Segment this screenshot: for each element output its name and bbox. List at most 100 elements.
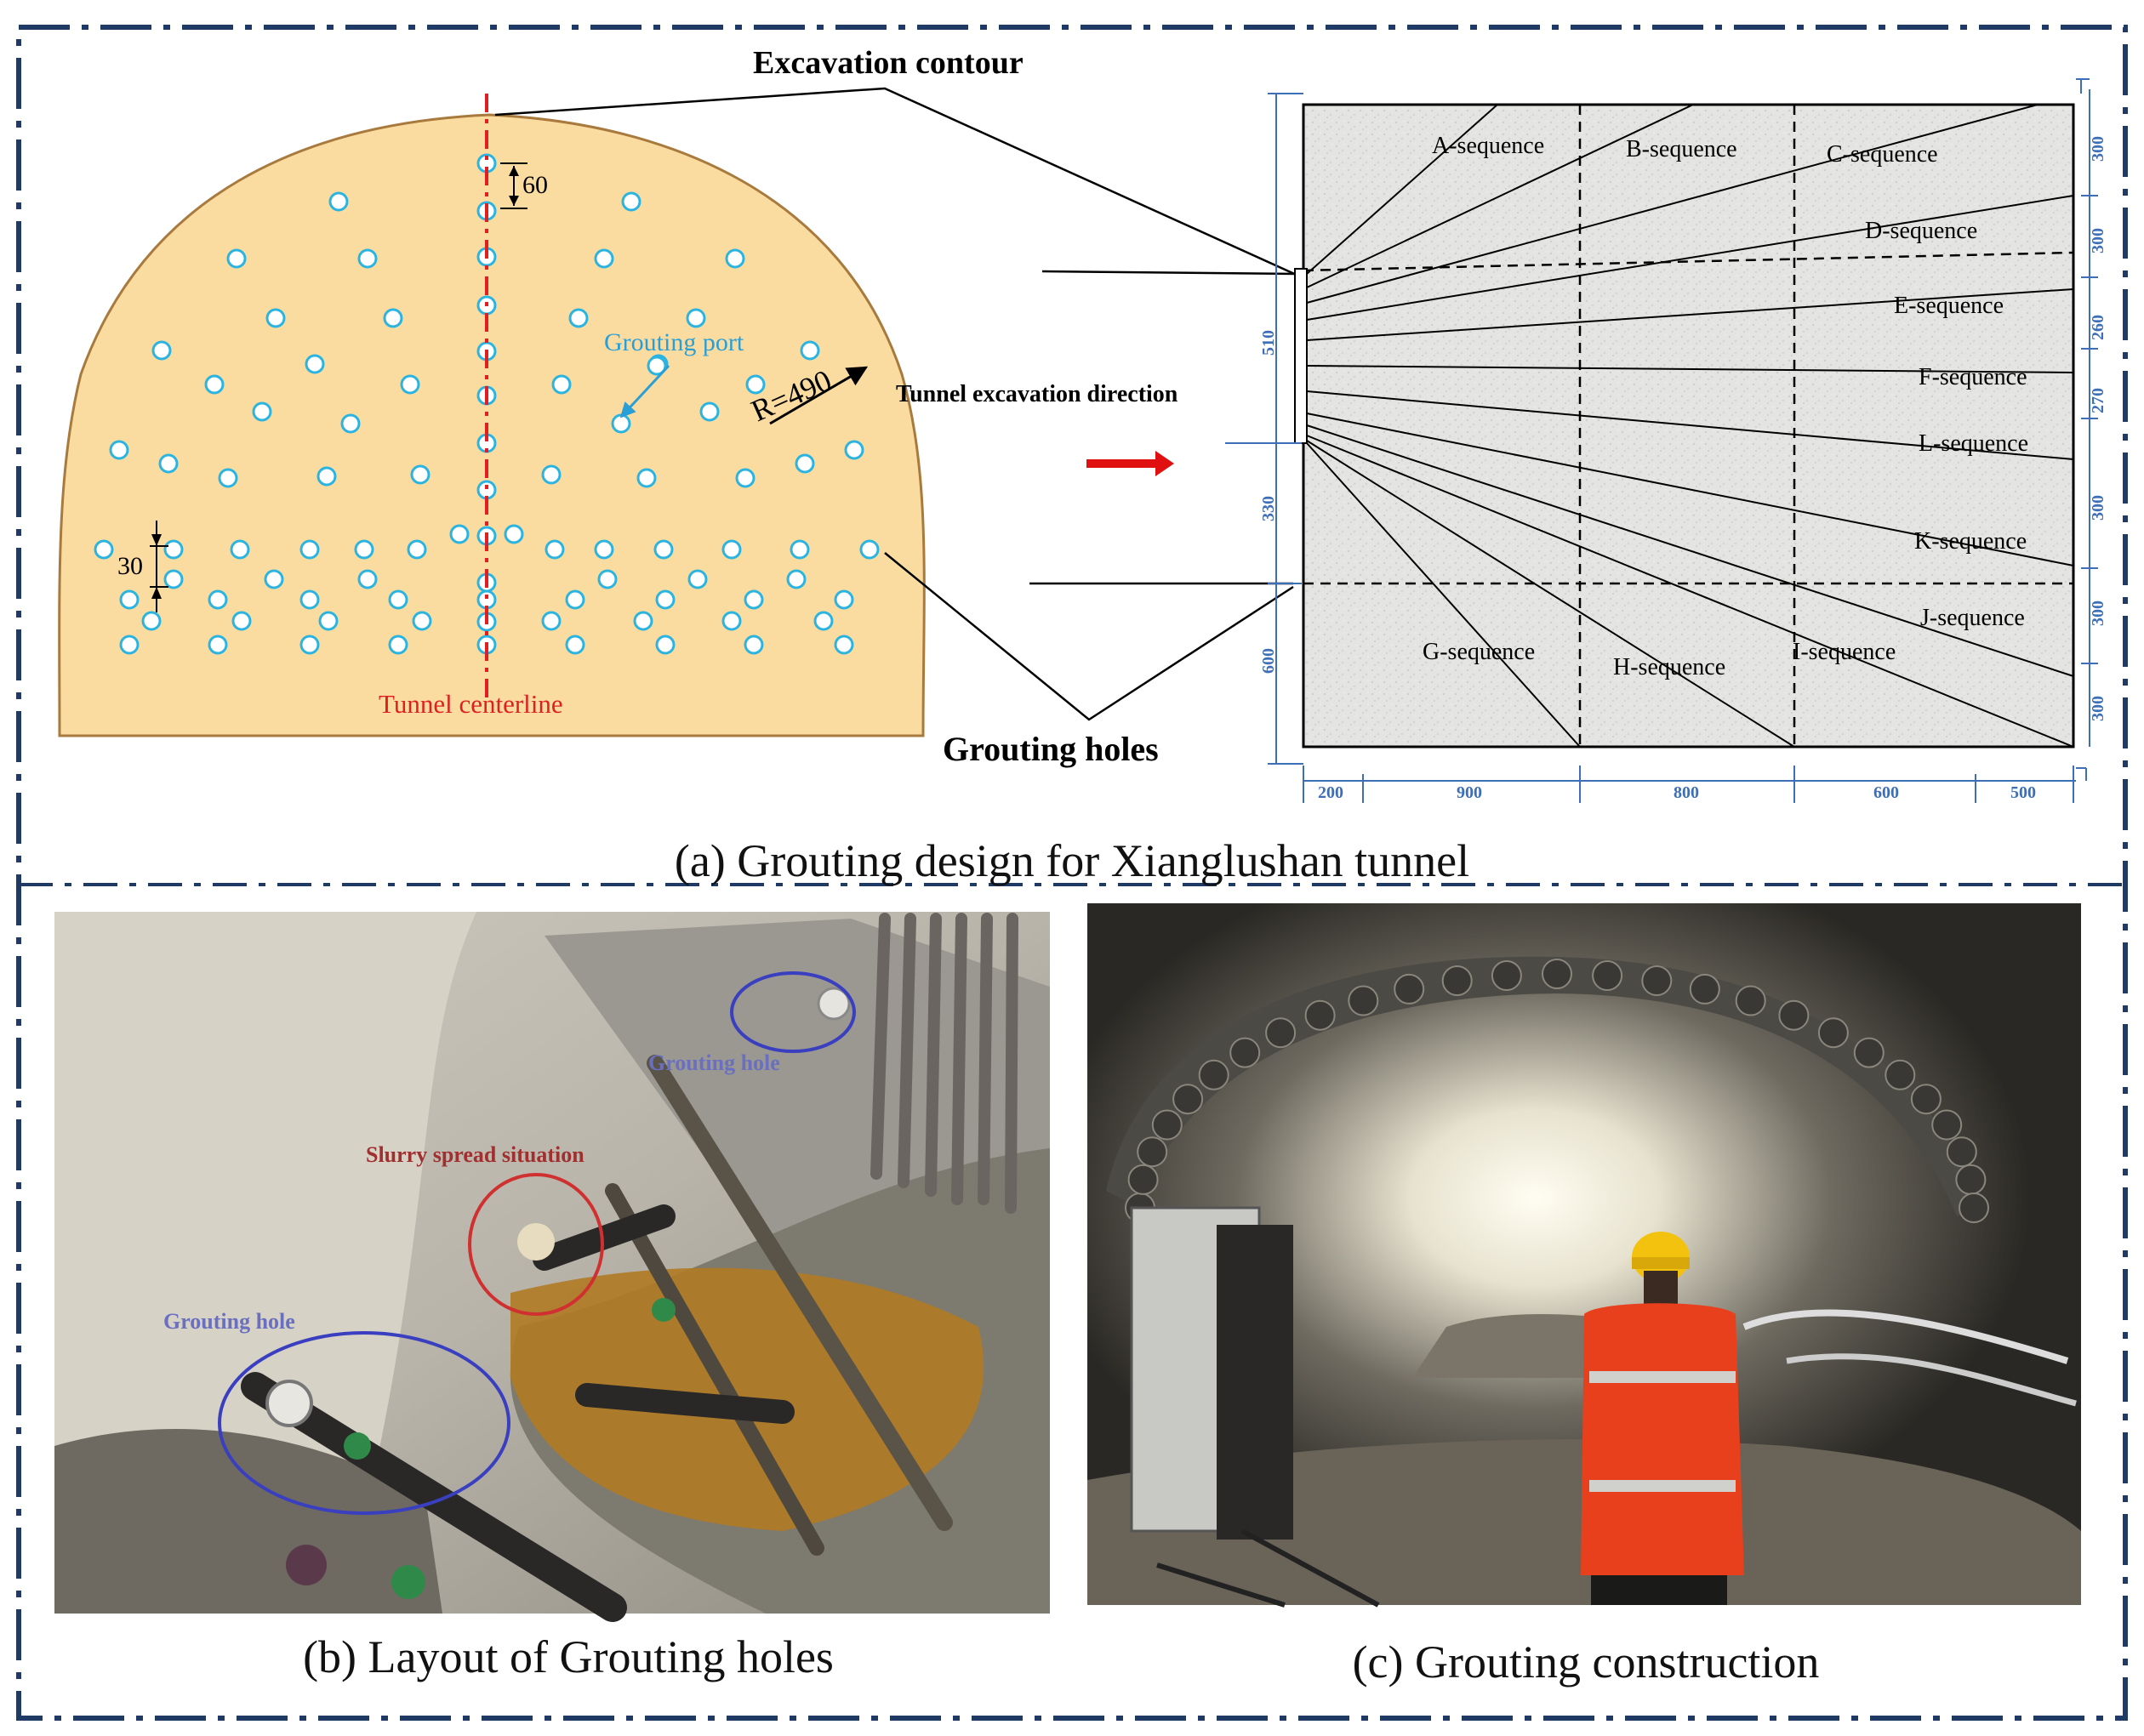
lining-rib-end — [1735, 985, 1766, 1016]
lining-rib-end — [1542, 959, 1572, 989]
excavation-direction-arrow — [1086, 451, 1174, 476]
grouting-hole — [647, 356, 667, 376]
lining-rib-end — [1817, 1017, 1849, 1049]
grout-hole-ray — [1306, 424, 2074, 677]
lining-rib-end — [1394, 973, 1425, 1005]
seq-k-label: K-sequence — [1914, 528, 2027, 555]
grouting-hole — [744, 635, 764, 655]
grouting-hole — [633, 611, 653, 631]
right-dim-2: 300 — [2089, 228, 2107, 253]
seq-b-label: B-sequence — [1626, 136, 1737, 162]
grouting-hole — [545, 539, 565, 560]
grouting-hole — [786, 569, 807, 589]
grouting-hole — [163, 539, 184, 560]
grout-hole-ray — [1306, 195, 2074, 321]
lining-rib-end — [1229, 1037, 1261, 1068]
left-dim-600: 600 — [1259, 648, 1278, 674]
grouting-holes-group — [94, 153, 880, 655]
grouting-hole — [795, 453, 815, 474]
longitudinal-section: A-sequence B-sequence C-sequence D-seque… — [1225, 78, 2107, 803]
grouting-hole — [813, 611, 834, 631]
lining-rib-end — [1198, 1059, 1229, 1090]
lining-rib-end — [1853, 1037, 1885, 1068]
grouting-hole — [388, 589, 408, 610]
grouting-hole — [597, 569, 618, 589]
outer-frame — [16, 25, 2128, 1721]
grouting-hole — [699, 401, 720, 422]
grout-hole-ray — [1306, 104, 1498, 275]
grouting-holes-leader — [884, 552, 1294, 721]
seq-g-label: G-sequence — [1423, 639, 1535, 665]
bottom-dim-500: 500 — [2010, 783, 2036, 802]
grout-hole-ray — [1306, 104, 1694, 288]
right-dim-5: 300 — [2089, 495, 2107, 521]
grout-hole-ray — [1306, 413, 2074, 566]
grout-hole-ray — [1306, 390, 2074, 460]
grouting-hole — [655, 589, 676, 610]
right-dim-6: 300 — [2089, 600, 2107, 626]
excavation-contour-label: Excavation contour — [753, 45, 1024, 81]
right-dim-4: 270 — [2089, 388, 2107, 413]
right-dim-3: 260 — [2089, 315, 2107, 340]
grouting-hole — [265, 308, 286, 328]
excavation-contour-leader — [494, 87, 1301, 278]
grouting-hole — [568, 308, 589, 328]
slurry-spread-circle — [468, 1173, 604, 1316]
tunnel-cross-section: 60 30 Grouting port R=490 Tunnel centerl… — [58, 94, 926, 737]
left-dim-330: 330 — [1259, 496, 1278, 521]
left-dim-510: 510 — [1259, 330, 1278, 356]
seq-j-label: J-sequence — [1920, 605, 2025, 631]
radius-arrow — [769, 366, 869, 425]
grouting-hole — [800, 340, 820, 361]
lining-rib-end — [1172, 1084, 1204, 1115]
grouting-hole — [565, 589, 585, 610]
grouting-hole — [218, 468, 238, 488]
lining-rib-end — [1959, 1192, 1989, 1223]
grouting-hole — [412, 611, 432, 631]
lining-rib-end — [1946, 1136, 1977, 1168]
grouting-hole — [611, 413, 631, 434]
grouting-hole — [119, 635, 140, 655]
grout-hole-rays — [1306, 104, 2074, 748]
grouting-hole — [834, 589, 854, 610]
grouting-hole — [204, 374, 225, 395]
grouting-hole — [735, 468, 756, 488]
grouting-hole — [231, 611, 252, 631]
grouting-hole — [354, 539, 374, 560]
dim-60-label: 60 — [522, 171, 548, 199]
grouting-hole — [305, 354, 325, 374]
bottom-dim-900: 900 — [1457, 783, 1482, 802]
grouting-hole — [721, 539, 742, 560]
drilling-face — [1294, 268, 1308, 444]
grouting-hole — [299, 635, 320, 655]
grouting-hole — [316, 466, 337, 487]
grouting-hole — [745, 374, 766, 395]
seq-l-label: L-sequence — [1919, 430, 2028, 457]
seq-h-label: H-sequence — [1613, 654, 1725, 680]
caption-b: (b) Layout of Grouting holes — [303, 1631, 834, 1682]
lining-rib-end — [1592, 960, 1623, 991]
leader-upper-h — [1041, 270, 1298, 276]
grouting-hole — [449, 524, 470, 544]
grout-hole-ray — [1306, 288, 2074, 341]
grouting-hole — [541, 611, 562, 631]
grouting-hole — [687, 569, 708, 589]
grouting-hole — [744, 589, 764, 610]
grouting-hole — [357, 248, 378, 269]
grouting-hole-ellipse-left — [218, 1331, 510, 1515]
grout-hole-ray — [1306, 435, 2074, 748]
lining-rib-end — [1689, 973, 1720, 1005]
grouting-hole — [252, 401, 272, 422]
photo-grouting-construction — [1087, 903, 2081, 1608]
grouting-hole — [151, 340, 172, 361]
bottom-dim-200: 200 — [1318, 783, 1343, 802]
lining-rib-end — [1910, 1084, 1942, 1115]
grouting-hole — [834, 635, 854, 655]
seq-c-label: C-sequence — [1827, 141, 1938, 168]
tunnel-centerline-label: Tunnel centerline — [379, 689, 563, 719]
grouting-hole — [655, 635, 676, 655]
caption-c: (c) Grouting construction — [1353, 1636, 1820, 1688]
tunnel-excavation-direction-label: Tunnel excavation direction — [896, 381, 1178, 407]
tunnel-lining-ribs — [1125, 959, 1989, 1223]
